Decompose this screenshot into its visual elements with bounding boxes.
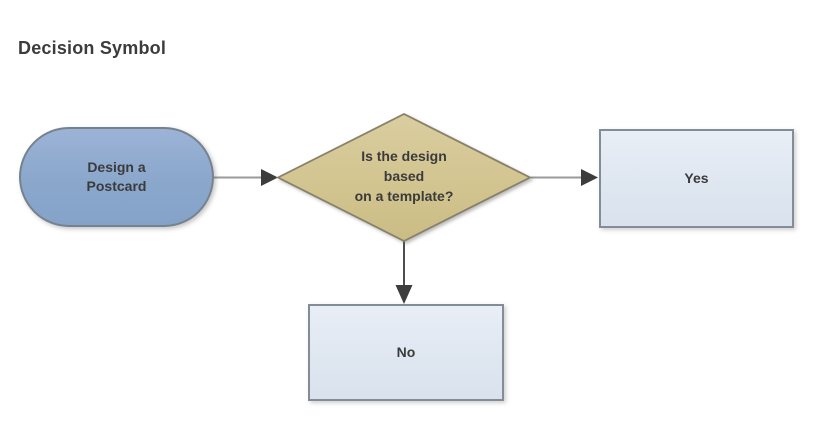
- arrowhead-start-to-decision: [261, 169, 278, 186]
- no-node: No: [308, 304, 504, 401]
- start-node-label-line1: Design a: [87, 159, 146, 175]
- decision-label-line1: Is the design: [361, 148, 447, 164]
- start-node-label-line2: Postcard: [86, 178, 147, 194]
- start-node: Design a Postcard: [19, 127, 214, 227]
- decision-node-label: Is the design based on a template?: [294, 146, 514, 206]
- decision-node-shape: [276, 112, 532, 243]
- diagram-title: Decision Symbol: [18, 38, 167, 58]
- arrowhead-decision-to-yes: [581, 169, 598, 186]
- arrowhead-decision-to-no: [395, 285, 413, 304]
- decision-label-line3: on a template?: [354, 188, 454, 204]
- yes-node-label: Yes: [684, 170, 709, 186]
- decision-label-line2: based: [383, 168, 425, 184]
- no-node-label: No: [396, 344, 416, 360]
- yes-node: Yes: [599, 129, 794, 228]
